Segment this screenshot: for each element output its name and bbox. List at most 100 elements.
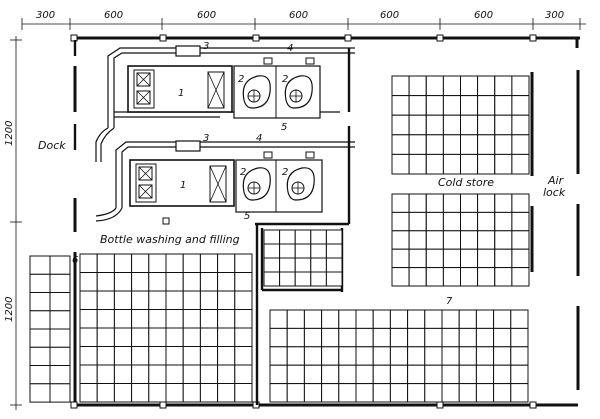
crate-cell <box>408 211 427 232</box>
crate-cell <box>407 364 426 385</box>
crate-cell <box>338 346 357 366</box>
crate-cell <box>217 383 236 403</box>
crate-cell <box>391 114 410 136</box>
crate-cell <box>441 364 460 385</box>
crate-cell <box>391 134 410 155</box>
crate-cell <box>372 346 391 366</box>
crate-cell <box>303 364 323 385</box>
crate-cell <box>269 364 288 385</box>
crate-cell <box>391 211 410 232</box>
crate-cell <box>389 346 409 366</box>
crate-cell <box>460 95 479 116</box>
crate-cell <box>442 267 461 287</box>
crate-cell <box>389 327 409 348</box>
num-2c: 2 <box>240 167 246 178</box>
crate-cell <box>165 290 184 310</box>
crate-cell <box>182 364 201 384</box>
crate-cell <box>286 346 305 366</box>
crate-cell <box>355 383 374 403</box>
crate-cell <box>279 257 296 273</box>
crate-cell <box>477 230 496 250</box>
num-1a: 1 <box>178 88 184 99</box>
crate-cell <box>511 114 530 136</box>
crate-cell <box>442 75 461 97</box>
crate-cell <box>355 309 374 329</box>
crate-cell <box>441 327 460 348</box>
crate-cell <box>442 211 461 232</box>
crate-cell <box>355 346 374 366</box>
crate-cell <box>263 243 281 259</box>
crate-unit-3b <box>175 140 201 152</box>
crate-cell <box>391 267 410 287</box>
dim-top-5: 600 <box>380 10 399 21</box>
stack-bottom-center <box>79 253 253 403</box>
num-2d: 2 <box>282 167 288 178</box>
crate-cell <box>279 271 296 287</box>
crate-cell <box>29 328 51 348</box>
num-7: 7 <box>446 296 453 307</box>
crate-cell <box>113 290 133 310</box>
crate-cell <box>477 114 496 136</box>
crate-cell <box>165 253 184 273</box>
crate-cell <box>493 309 512 329</box>
num-6: 6 <box>72 255 78 266</box>
crate-cell <box>303 327 323 348</box>
crate-cell <box>303 383 323 403</box>
crate-cell <box>389 383 409 403</box>
crate-cell <box>408 95 427 116</box>
crate-cell <box>29 292 51 312</box>
crate-cell <box>234 290 253 310</box>
crate-cell <box>494 248 513 269</box>
crate-cell <box>477 134 496 155</box>
crate-cell <box>510 346 529 366</box>
num-3a: 3 <box>203 41 209 52</box>
crate-cell <box>79 253 98 273</box>
crate-cell <box>441 346 460 366</box>
label-lock: lock <box>543 186 566 199</box>
crate-cell <box>477 193 496 213</box>
crate-cell <box>442 153 461 175</box>
crate-cell <box>407 346 426 366</box>
crate-cell <box>325 271 343 287</box>
crate-cell <box>338 309 357 329</box>
crate-cell <box>441 309 460 329</box>
crate-cell <box>294 229 312 245</box>
crate-cell <box>424 346 443 366</box>
crate-cell <box>408 134 427 155</box>
crate-cell <box>321 309 340 329</box>
crate-cell <box>113 253 133 273</box>
crate-cell <box>391 193 410 213</box>
crate-cell <box>389 309 409 329</box>
crate-cell <box>425 267 444 287</box>
crate-cell <box>389 364 409 385</box>
crate-cell <box>49 383 71 403</box>
crate-cell <box>217 327 236 347</box>
crate-cell <box>493 327 512 348</box>
crate-cell <box>321 364 340 385</box>
crate-cell <box>269 309 288 329</box>
crate-cell <box>511 153 530 175</box>
crate-cell <box>131 364 150 384</box>
stack-right-small <box>263 229 343 287</box>
crate-cell <box>29 346 51 367</box>
crate-cell <box>442 114 461 136</box>
crate-cell <box>96 290 115 310</box>
crate-cell <box>96 327 115 347</box>
crate-cell <box>425 193 444 213</box>
crate-cell <box>199 253 219 273</box>
crate-cell <box>96 253 115 273</box>
crate-unit-3a <box>175 45 201 57</box>
crate-cell <box>441 383 460 403</box>
crate-cell <box>49 292 71 312</box>
crate-cell <box>321 327 340 348</box>
crate-cell <box>113 383 133 403</box>
crate-cell <box>372 309 391 329</box>
crate-cell <box>148 272 167 292</box>
crate-cell <box>494 95 513 116</box>
crate-cell <box>425 134 444 155</box>
crate-cell <box>325 257 343 273</box>
crate-cell <box>475 309 495 329</box>
crate-cell <box>113 309 133 329</box>
crate-cell <box>511 230 530 250</box>
